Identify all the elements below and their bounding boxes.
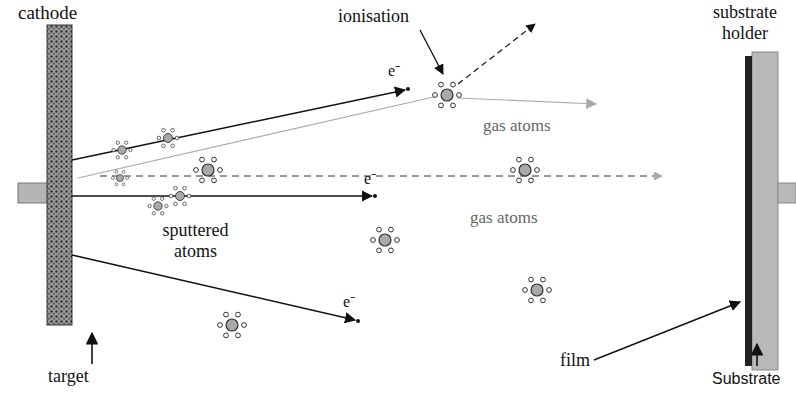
part-label: target — [48, 366, 89, 387]
electron-dot — [373, 194, 377, 198]
sputtered-atom — [148, 197, 168, 215]
ejected-electron-path — [458, 24, 535, 84]
part-label: Substrate — [712, 370, 780, 388]
particle-label: sputtered atoms — [148, 220, 243, 261]
holder-plate — [752, 52, 778, 370]
sputtered-atoms — [111, 128, 190, 215]
part-label: film — [560, 350, 590, 371]
ion-path — [78, 96, 438, 178]
sputtered-atom — [112, 141, 132, 159]
gas-atoms — [194, 82, 552, 338]
gas-atom — [194, 157, 223, 183]
electron-path — [72, 90, 405, 160]
gas-atom — [511, 157, 540, 183]
substrate-holder — [745, 52, 796, 370]
electron-dot — [356, 319, 360, 323]
gas-atom — [371, 227, 400, 253]
sputtered-atom — [111, 170, 128, 185]
film-leader — [594, 302, 740, 360]
sputter-path — [100, 176, 662, 177]
leader-arrows — [92, 30, 757, 366]
gas-path — [458, 98, 596, 104]
sputtered-atom — [157, 128, 179, 147]
electron-path — [72, 195, 372, 196]
gas-atom — [523, 277, 552, 303]
sputtered-atom — [169, 186, 191, 205]
particle-label: e⁻ — [364, 170, 376, 188]
particle-label: e⁻ — [388, 62, 400, 80]
gas-atom — [433, 82, 462, 108]
gas-atom — [218, 312, 247, 338]
target-plate — [47, 25, 72, 325]
trajectories — [72, 24, 662, 323]
particle-label: gas atoms — [470, 208, 538, 228]
particle-label: e⁻ — [343, 293, 355, 311]
part-label: substrate holder — [700, 2, 790, 43]
holder-stub — [778, 183, 796, 203]
substrate-leader — [756, 344, 758, 366]
cathode-target — [18, 25, 72, 325]
cathode-stub — [18, 183, 48, 203]
electron-path — [72, 255, 355, 320]
ionisation-leader — [420, 30, 443, 74]
target-leader — [91, 333, 93, 364]
electron-dot — [406, 87, 410, 91]
film-layer — [745, 56, 752, 366]
process-label: ionisation — [338, 6, 409, 27]
particle-label: gas atoms — [483, 116, 551, 136]
part-label: cathode — [18, 2, 77, 24]
